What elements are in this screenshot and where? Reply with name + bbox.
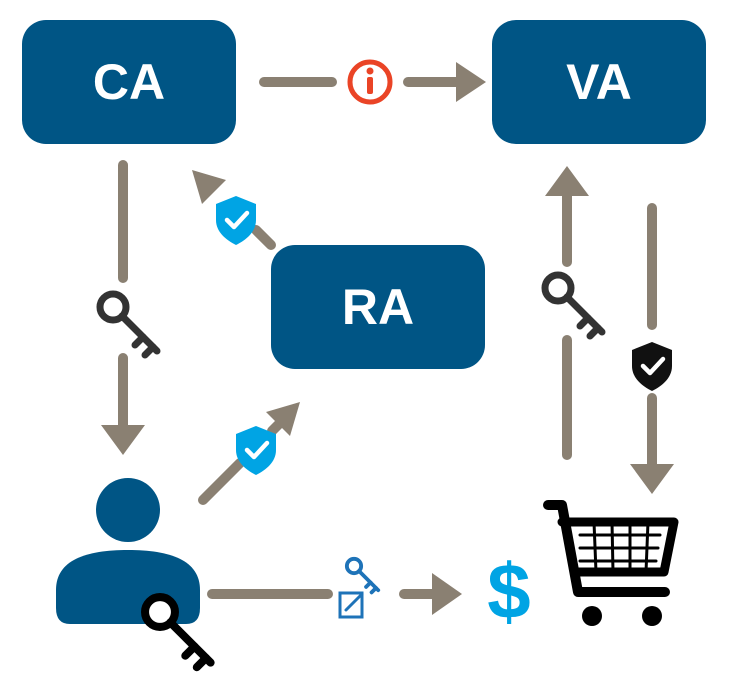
info-icon [347, 59, 393, 105]
va-label: VA [566, 54, 632, 110]
user-icon [56, 478, 200, 624]
shield-check-icon [216, 196, 256, 245]
ca-to-va-arrow [259, 62, 486, 102]
key-icon [100, 294, 157, 355]
ca-to-user-arrow [101, 160, 145, 455]
va-to-cart-arrow [630, 203, 674, 494]
sign-document-icon [338, 556, 381, 619]
user-to-ra-arrow [198, 402, 300, 505]
dollar-sign-icon: $ [487, 547, 530, 635]
key-icon [144, 596, 211, 667]
ra-node: RA [271, 245, 485, 369]
cart-to-va-arrow [545, 166, 589, 460]
ra-to-ca-arrow [192, 170, 276, 250]
ca-label: CA [93, 54, 165, 110]
user-to-payment-arrow [207, 573, 462, 615]
ra-label: RA [342, 279, 414, 335]
shield-check-icon [632, 342, 672, 391]
shopping-cart-icon [543, 500, 679, 626]
key-icon [545, 275, 602, 336]
ca-node: CA [22, 20, 236, 144]
va-node: VA [492, 20, 706, 144]
